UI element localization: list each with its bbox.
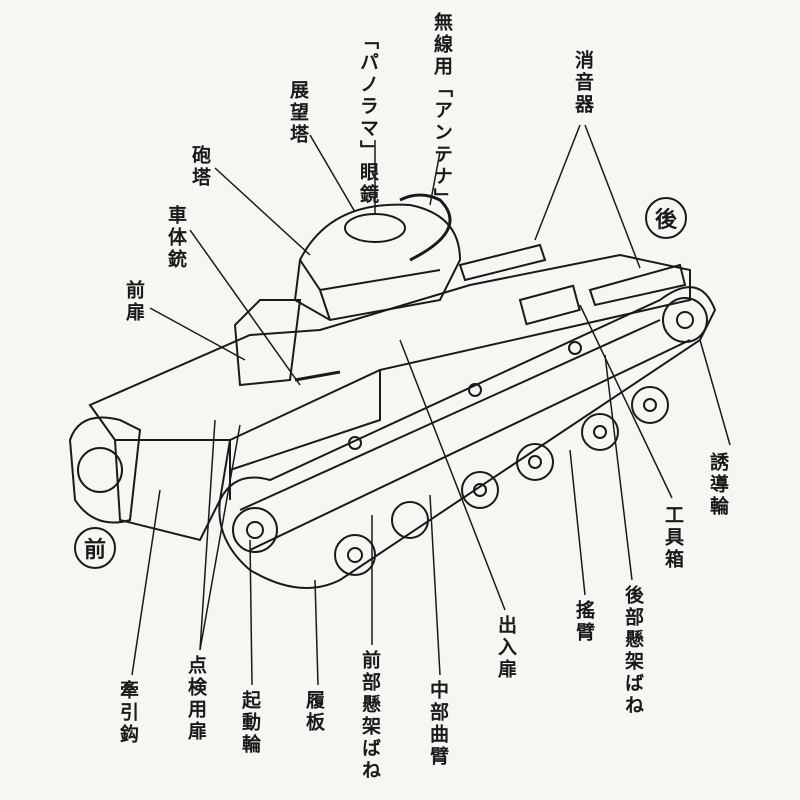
label-inspection-door: 点検用扉 xyxy=(185,655,207,743)
label-tow-hook: 牽引鈎 xyxy=(117,680,139,746)
label-muffler: 消音器 xyxy=(572,50,594,116)
hull xyxy=(88,253,691,542)
front-plate xyxy=(233,299,302,387)
label-toolbox: 工具箱 xyxy=(662,505,684,571)
left-track xyxy=(68,416,142,524)
label-cupola: 展望塔 xyxy=(287,80,309,146)
turret-side xyxy=(299,259,441,321)
label-sprocket: 起動輪 xyxy=(239,690,261,756)
label-turret: 砲塔 xyxy=(189,145,211,189)
cupola xyxy=(344,213,406,243)
label-swing-arm: 搖臂 xyxy=(573,600,595,644)
label-track-shoe: 履板 xyxy=(303,690,325,734)
right-track-inner xyxy=(239,319,691,551)
rear-marker: 後 xyxy=(645,197,687,239)
label-front-spring: 前部懸架ばね xyxy=(359,650,381,782)
leader-lines xyxy=(131,124,731,686)
label-rear-spring: 後部懸架ばね xyxy=(622,585,644,717)
turret xyxy=(293,203,462,322)
road-wheels xyxy=(77,297,708,576)
label-antenna: 無線用「アンテナ」 xyxy=(431,12,453,210)
hull-gun xyxy=(294,370,341,382)
antenna-rail xyxy=(399,193,452,262)
label-middle-arm: 中部曲臂 xyxy=(427,680,449,768)
right-track xyxy=(218,286,717,589)
muffler-pipes xyxy=(458,243,687,307)
label-idler: 誘導輪 xyxy=(707,452,729,518)
toolbox xyxy=(518,284,581,326)
label-panorama-sight: 「パノラマ」眼鏡 xyxy=(357,30,379,206)
label-hatch: 出入扉 xyxy=(495,615,517,681)
front-marker: 前 xyxy=(74,527,116,569)
hull-side xyxy=(115,370,381,500)
label-hull-mg: 車体銃 xyxy=(165,205,187,271)
label-front-door: 前扉 xyxy=(123,280,145,324)
